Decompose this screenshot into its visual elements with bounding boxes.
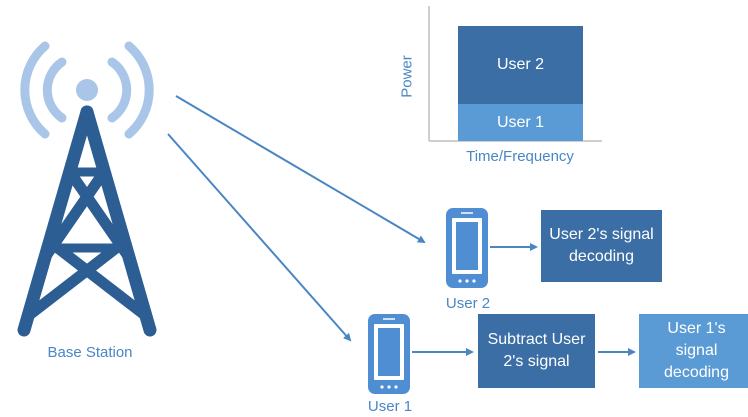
chart-block-user1-label: User 1 <box>496 113 545 131</box>
arrow-bs-to-user2 <box>175 95 426 244</box>
signal-ring-outer-right <box>124 41 154 139</box>
subtract-user2-box: Subtract User 2's signal <box>478 314 595 388</box>
user1-decoding-line2: decoding <box>664 364 729 381</box>
user2-decoding-line2: decoding <box>569 248 634 265</box>
chart-block-user2-label: User 2 <box>496 56 545 73</box>
signal-ring-outer-left <box>20 41 50 139</box>
user2-decoding-box: User 2's signal decoding <box>541 210 662 282</box>
user1-decoding-line1: User 1's signal <box>667 320 726 359</box>
y-axis-label: Power <box>398 55 416 98</box>
smartphone-icon <box>368 314 410 394</box>
subtract-line2: 2's signal <box>503 353 570 370</box>
base-station-label: Base Station <box>47 344 133 361</box>
user1-decoding-box: User 1's signal decoding <box>639 314 748 388</box>
signal-ring-inner-right <box>107 57 132 123</box>
chart-block-user1: User 1 <box>458 104 583 141</box>
antenna-tip <box>76 79 98 101</box>
x-axis-label: Time/Frequency <box>466 148 574 165</box>
user2-decoding-line1: User 2's signal <box>549 226 654 243</box>
arrow-bs-to-user1 <box>167 133 352 342</box>
signal-ring-inner-left <box>42 57 67 123</box>
user2-label: User 2 <box>445 295 491 312</box>
chart-block-user2: User 2 <box>458 26 583 104</box>
user1-label: User 1 <box>367 398 413 415</box>
smartphone-icon <box>446 208 488 288</box>
subtract-line1: Subtract User <box>487 331 586 348</box>
power-chart-axes <box>428 6 602 142</box>
cell-tower-icon <box>17 41 157 337</box>
